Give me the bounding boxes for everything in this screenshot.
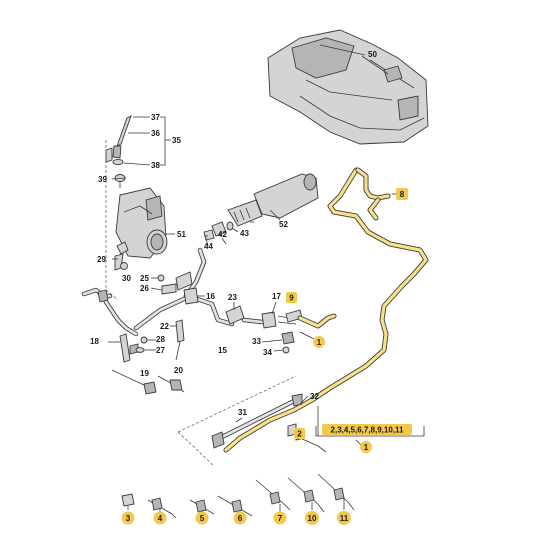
label-15: 15 bbox=[218, 346, 227, 355]
badge-3 bbox=[121, 511, 135, 525]
lower-pipe-assembly bbox=[177, 375, 327, 467]
label-33: 33 bbox=[252, 337, 261, 346]
badge-11 bbox=[337, 511, 351, 525]
label-1-upper: 1 bbox=[317, 338, 322, 347]
pressure-sensors bbox=[225, 301, 337, 354]
highlighted-callouts: 8 9 1 2,3,4,5,6,7,8,9,10,11 1 2 3 4 5 6 … bbox=[121, 188, 412, 525]
badge-10 bbox=[305, 511, 319, 525]
label-36: 36 bbox=[151, 129, 160, 138]
label-20: 20 bbox=[174, 366, 183, 375]
label-8: 8 bbox=[400, 190, 405, 199]
label-51: 51 bbox=[177, 230, 186, 239]
label-18: 18 bbox=[90, 337, 99, 346]
badge-1-lower bbox=[360, 441, 372, 453]
label-37: 37 bbox=[151, 113, 160, 122]
label-22: 22 bbox=[160, 322, 169, 331]
label-6: 6 bbox=[238, 514, 243, 523]
label-38: 38 bbox=[151, 161, 160, 170]
label-35: 35 bbox=[172, 136, 181, 145]
catalytic-converter bbox=[112, 187, 175, 271]
label-43: 43 bbox=[240, 229, 249, 238]
label-9: 9 bbox=[289, 294, 294, 303]
badge-8 bbox=[396, 188, 408, 200]
label-32: 32 bbox=[310, 392, 319, 401]
label-28: 28 bbox=[156, 335, 165, 344]
label-30: 30 bbox=[122, 274, 131, 283]
label-31: 31 bbox=[238, 408, 247, 417]
fuel-tank bbox=[267, 29, 429, 145]
label-4: 4 bbox=[158, 514, 163, 523]
front-exhaust-pipe bbox=[203, 173, 319, 247]
label-29: 29 bbox=[97, 255, 106, 264]
label-5: 5 bbox=[200, 514, 205, 523]
badge-2 bbox=[294, 428, 305, 439]
connection-pipes bbox=[81, 247, 235, 337]
label-7: 7 bbox=[278, 514, 283, 523]
label-23: 23 bbox=[228, 293, 237, 302]
badge-9 bbox=[286, 292, 297, 303]
label-19: 19 bbox=[140, 369, 149, 378]
label-50: 50 bbox=[368, 50, 377, 59]
label-2: 2 bbox=[297, 430, 302, 439]
label-27: 27 bbox=[156, 346, 165, 355]
exhaust-temp-sensors bbox=[108, 319, 185, 395]
label-3: 3 bbox=[126, 514, 131, 523]
label-1-lower: 1 bbox=[364, 443, 369, 452]
callout-labels: 50 37 36 35 38 39 51 29 30 52 43 42 44 2… bbox=[90, 50, 377, 417]
label-group: 2,3,4,5,6,7,8,9,10,11 bbox=[331, 426, 405, 435]
label-34: 34 bbox=[263, 348, 272, 357]
badge-1-upper bbox=[313, 336, 325, 348]
label-25: 25 bbox=[140, 274, 149, 283]
label-39: 39 bbox=[98, 175, 107, 184]
label-26: 26 bbox=[140, 284, 149, 293]
badge-4 bbox=[153, 511, 167, 525]
label-10: 10 bbox=[308, 514, 317, 523]
badge-group bbox=[322, 424, 412, 435]
badge-5 bbox=[195, 511, 209, 525]
badge-6 bbox=[233, 511, 247, 525]
label-44: 44 bbox=[204, 242, 213, 251]
label-17: 17 bbox=[272, 292, 281, 301]
clip-row bbox=[121, 473, 355, 519]
label-16: 16 bbox=[206, 292, 215, 301]
label-11: 11 bbox=[340, 514, 349, 523]
label-42: 42 bbox=[218, 230, 227, 239]
fuel-line bbox=[223, 167, 429, 453]
leader-lines bbox=[204, 44, 425, 447]
badge-7 bbox=[273, 511, 287, 525]
label-52: 52 bbox=[279, 220, 288, 229]
